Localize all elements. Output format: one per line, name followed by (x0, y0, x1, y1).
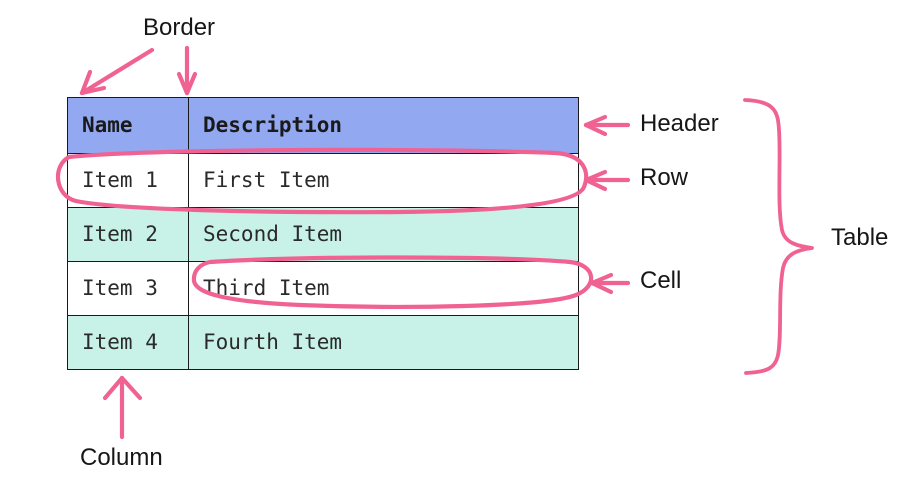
table-row: Item 3 Third Item (67, 261, 579, 316)
border-arrow-down-icon (176, 45, 198, 96)
label-table: Table (831, 224, 889, 251)
cell-arrow-icon (589, 272, 631, 295)
label-column: Column (80, 444, 163, 471)
header-cell-name: Name (67, 97, 189, 154)
table-row: Item 2 Second Item (67, 207, 579, 262)
table-container: Name Description Item 1 First Item Item … (67, 97, 579, 370)
label-header: Header (640, 110, 719, 137)
column-arrow-icon (102, 375, 143, 440)
table-row: Item 4 Fourth Item (67, 315, 579, 370)
header-cell-description: Description (188, 97, 579, 154)
cell-description: First Item (188, 153, 579, 208)
cell-description: Fourth Item (188, 315, 579, 370)
cell-name: Item 1 (67, 153, 189, 208)
cell-name: Item 3 (67, 261, 189, 316)
table-brace-icon (743, 98, 814, 375)
border-arrow-diagonal-icon (79, 47, 155, 96)
label-row: Row (640, 164, 689, 191)
row-arrow-icon (583, 169, 631, 192)
table-row: Item 1 First Item (67, 153, 579, 208)
cell-description: Second Item (188, 207, 579, 262)
label-border: Border (143, 14, 216, 41)
cell-name: Item 2 (67, 207, 189, 262)
header-row: Name Description (67, 97, 579, 154)
table-body: Item 1 First Item Item 2 Second Item Ite… (67, 153, 579, 370)
cell-description: Third Item (188, 261, 579, 316)
header-arrow-icon (583, 114, 631, 137)
label-cell: Cell (640, 267, 682, 294)
cell-name: Item 4 (67, 315, 189, 370)
demo-table: Name Description Item 1 First Item Item … (67, 97, 579, 370)
table-header: Name Description (67, 97, 579, 154)
